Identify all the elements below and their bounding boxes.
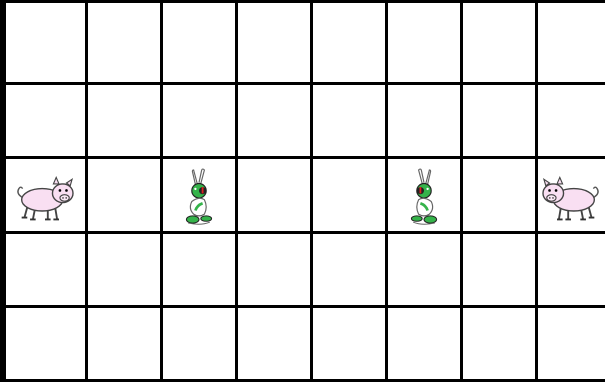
grid-line-vertical [85, 0, 88, 382]
board-cell-r4-c3[interactable] [236, 306, 311, 380]
board-cell-r3-c5[interactable] [386, 232, 461, 306]
board-cell-r0-c3[interactable] [236, 0, 311, 83]
board-cell-r1-c1[interactable] [86, 83, 161, 157]
board-cell-r2-c6[interactable] [461, 157, 536, 232]
board-cell-r3-c4[interactable] [311, 232, 386, 306]
board-cell-r1-c4[interactable] [311, 83, 386, 157]
board-cell-r1-c3[interactable] [236, 83, 311, 157]
board-cell-r1-c7[interactable] [536, 83, 605, 157]
rabbit-piece[interactable] [181, 166, 217, 228]
board-cell-r4-c2[interactable] [161, 306, 236, 380]
board-cell-r2-c3[interactable] [236, 157, 311, 232]
board-cell-r3-c0[interactable] [3, 232, 86, 306]
board-cell-r0-c7[interactable] [536, 0, 605, 83]
grid-line-vertical [385, 0, 388, 382]
board-cell-r2-c1[interactable] [86, 157, 161, 232]
grid-line-vertical [160, 0, 163, 382]
grid-line-horizontal [0, 231, 605, 234]
board-cell-r4-c1[interactable] [86, 306, 161, 380]
grid-line-horizontal [0, 0, 605, 3]
grid-line-horizontal [0, 156, 605, 159]
board-cell-r0-c6[interactable] [461, 0, 536, 83]
board-cell-r2-c4[interactable] [311, 157, 386, 232]
grid-line-vertical [460, 0, 463, 382]
board-cell-r3-c6[interactable] [461, 232, 536, 306]
board-cell-r4-c6[interactable] [461, 306, 536, 380]
pig-piece[interactable] [538, 169, 604, 225]
board-cell-r3-c7[interactable] [536, 232, 605, 306]
board-cell-r0-c0[interactable] [3, 0, 86, 83]
board-cell-r3-c1[interactable] [86, 232, 161, 306]
pig-piece[interactable] [12, 169, 78, 225]
board-cell-r1-c2[interactable] [161, 83, 236, 157]
board-cell-r4-c5[interactable] [386, 306, 461, 380]
rabbit-piece[interactable] [406, 166, 442, 228]
board-cell-r4-c4[interactable] [311, 306, 386, 380]
board-cell-r3-c3[interactable] [236, 232, 311, 306]
grid-line-horizontal [0, 82, 605, 85]
grid-line-vertical [310, 0, 313, 382]
board-cell-r3-c2[interactable] [161, 232, 236, 306]
board-cell-r4-c0[interactable] [3, 306, 86, 380]
grid-line-vertical [0, 0, 6, 382]
board-cell-r0-c4[interactable] [311, 0, 386, 83]
grid-line-horizontal [0, 305, 605, 308]
board-cell-r0-c5[interactable] [386, 0, 461, 83]
board-cell-r0-c1[interactable] [86, 0, 161, 83]
board-cell-r1-c5[interactable] [386, 83, 461, 157]
board-cell-r1-c6[interactable] [461, 83, 536, 157]
board-cell-r1-c0[interactable] [3, 83, 86, 157]
board-cell-r0-c2[interactable] [161, 0, 236, 83]
grid-line-vertical [235, 0, 238, 382]
board-cell-r4-c7[interactable] [536, 306, 605, 380]
